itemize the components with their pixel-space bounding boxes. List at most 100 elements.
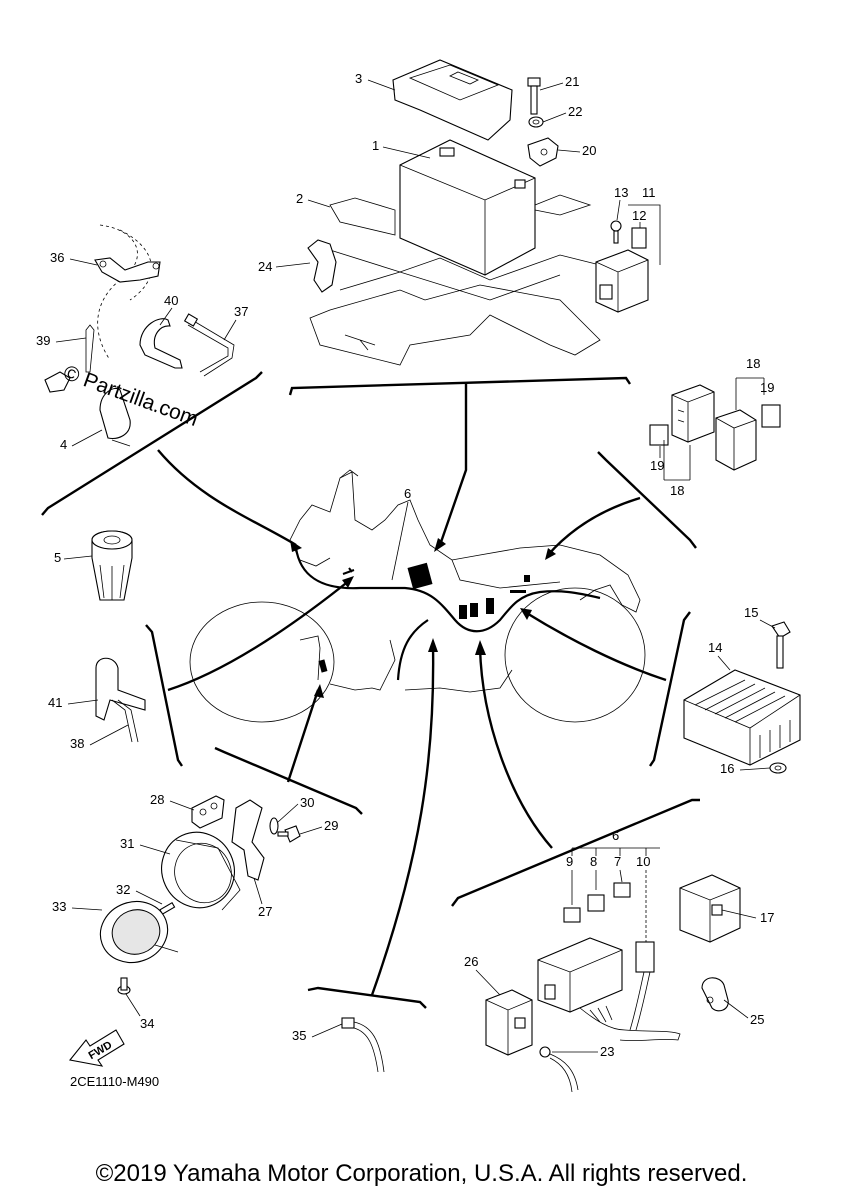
cable-tie-part-35 xyxy=(341,1017,385,1073)
relay-location-mark-3 xyxy=(486,598,494,614)
callout-26: 26 xyxy=(464,954,478,969)
bolt-part-21 xyxy=(527,77,541,115)
clip-part-39 xyxy=(85,324,95,373)
callout-5: 5 xyxy=(54,550,61,565)
relay-cover-part-19-left xyxy=(649,424,669,446)
callout-13: 13 xyxy=(614,185,628,200)
callout-1: 1 xyxy=(372,138,379,153)
callout-21: 21 xyxy=(565,74,579,89)
callout-4: 4 xyxy=(60,437,67,452)
fuse-box-part-6 xyxy=(537,937,623,1013)
callout-18-top: 18 xyxy=(746,356,760,371)
hose-part-40 xyxy=(139,318,183,369)
callout-16: 16 xyxy=(720,761,734,776)
callout-29: 29 xyxy=(324,818,338,833)
screw-part-34 xyxy=(117,977,131,995)
callout-9: 9 xyxy=(566,854,573,869)
clamp-part-25 xyxy=(701,977,729,1012)
relay-cover-part-19-right xyxy=(761,404,781,428)
callout-6-harness: 6 xyxy=(404,486,411,501)
starter-relay-part-11 xyxy=(595,249,649,313)
callout-25: 25 xyxy=(750,1012,764,1027)
callout-12: 12 xyxy=(632,208,646,223)
callout-32: 32 xyxy=(116,882,130,897)
callout-2: 2 xyxy=(296,191,303,206)
stay-part-27 xyxy=(231,799,265,881)
copyright-notice: ©2019 Yamaha Motor Corporation, U.S.A. A… xyxy=(95,1160,748,1187)
headlight-unit-part-33 xyxy=(99,900,179,964)
callout-22: 22 xyxy=(568,104,582,119)
callout-6-fuse-group: 6 xyxy=(612,828,619,843)
bolt-part-15 xyxy=(771,621,791,669)
nut-part-22 xyxy=(528,116,544,128)
fuse-part-8 xyxy=(587,894,605,912)
terminal-part-20 xyxy=(527,137,559,167)
callout-34: 34 xyxy=(140,1016,154,1031)
fuse-part-12 xyxy=(631,227,647,249)
callout-30: 30 xyxy=(300,795,314,810)
hose-part-37 xyxy=(183,313,235,377)
battery-cover-part-3 xyxy=(392,59,513,141)
callout-20: 20 xyxy=(582,143,596,158)
callout-17: 17 xyxy=(760,910,774,925)
washer-part-30 xyxy=(269,817,279,835)
callout-40: 40 xyxy=(164,293,178,308)
motorcycle-silhouette xyxy=(189,469,646,723)
relay-location-mark xyxy=(459,605,467,619)
horn-location-mark xyxy=(318,659,328,673)
rectifier-regulator-part-14 xyxy=(683,669,801,766)
callout-11: 11 xyxy=(642,185,656,200)
callout-36: 36 xyxy=(50,250,64,265)
screw-part-13 xyxy=(610,220,622,244)
callout-37: 37 xyxy=(234,304,248,319)
horn-cap-part-5 xyxy=(91,530,133,601)
relay-part-17 xyxy=(679,874,741,943)
callout-7: 7 xyxy=(614,854,621,869)
callout-15: 15 xyxy=(744,605,758,620)
drawing-code: 2CE1110-M490 xyxy=(70,1074,159,1089)
band-part-24 xyxy=(307,239,337,293)
bracket-part-28 xyxy=(191,795,225,829)
callout-14: 14 xyxy=(708,640,722,655)
callout-41: 41 xyxy=(48,695,62,710)
headlight-housing-part-31 xyxy=(161,831,241,911)
group-brackets xyxy=(41,371,700,1009)
wire-harness-line xyxy=(294,547,601,633)
callout-10: 10 xyxy=(636,854,650,869)
battery-part-1 xyxy=(399,139,536,276)
callout-33: 33 xyxy=(52,899,66,914)
relay-part-18-right xyxy=(715,409,757,471)
callout-3: 3 xyxy=(355,71,362,86)
battery-box-part-2 xyxy=(309,194,601,366)
partzilla-watermark: © Partzilla.com xyxy=(60,361,201,431)
fuse-part-9 xyxy=(563,907,581,923)
fuse-location-mark xyxy=(510,590,526,593)
callout-31: 31 xyxy=(120,836,134,851)
callout-39: 39 xyxy=(36,333,50,348)
regulator-location-mark xyxy=(524,575,530,582)
hose-part-41 xyxy=(95,657,146,721)
callout-27: 27 xyxy=(258,904,272,919)
fwd-direction-arrow: FWD xyxy=(68,1029,125,1067)
fuse-part-7 xyxy=(613,882,631,898)
callout-38: 38 xyxy=(70,736,84,751)
callout-23: 23 xyxy=(600,1044,614,1059)
band-part-4 xyxy=(44,371,131,447)
callout-24: 24 xyxy=(258,259,272,274)
battery-location-mark xyxy=(407,562,433,590)
clamp-part-36 xyxy=(94,257,161,283)
pipe-part-38 xyxy=(111,699,139,743)
wire-lead-part-23 xyxy=(539,1046,579,1093)
bolt-part-29 xyxy=(277,825,301,843)
relay-part-26 xyxy=(485,989,533,1056)
washer-part-16 xyxy=(769,762,787,774)
callout-8: 8 xyxy=(590,854,597,869)
callout-28: 28 xyxy=(150,792,164,807)
fuse-box-leads xyxy=(579,1005,681,1041)
relay-location-mark-2 xyxy=(470,603,478,617)
relay-part-18-left xyxy=(671,384,715,443)
callout-19-bottom: 19 xyxy=(650,458,664,473)
wire-harness-branch xyxy=(396,619,429,681)
callout-35: 35 xyxy=(292,1028,306,1043)
